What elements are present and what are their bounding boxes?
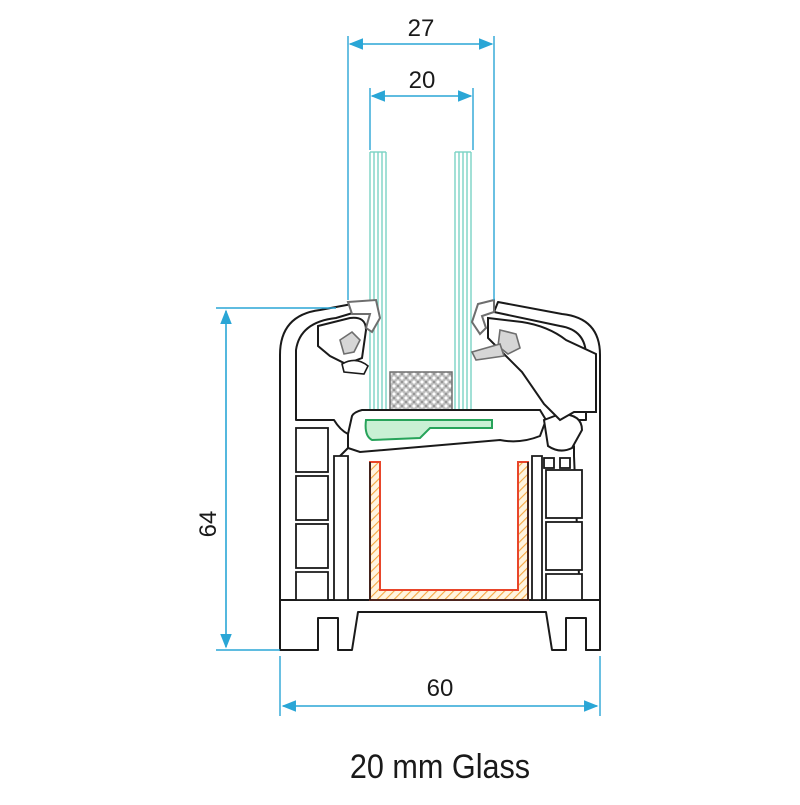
dimension-27-label: 27	[408, 15, 435, 42]
setting-block	[364, 419, 493, 442]
left-gasket	[317, 298, 382, 375]
glass-pane-left	[369, 151, 387, 412]
dimension-27: 27	[347, 15, 495, 300]
dimension-64: 64	[195, 307, 336, 651]
diagram-caption: 20 mm Glass	[349, 748, 531, 786]
glass-pane-right	[454, 151, 472, 412]
dimension-60: 60	[279, 656, 601, 716]
steel-reinforcement	[369, 461, 529, 601]
dimension-60-label: 60	[427, 675, 454, 702]
right-gasket	[470, 298, 597, 422]
right-chambers	[531, 455, 583, 601]
glass-spacer	[389, 371, 453, 417]
dimension-64-label: 64	[195, 511, 222, 538]
left-chambers	[295, 427, 349, 601]
dimension-20: 20	[369, 67, 474, 150]
dimension-20-label: 20	[409, 67, 436, 94]
